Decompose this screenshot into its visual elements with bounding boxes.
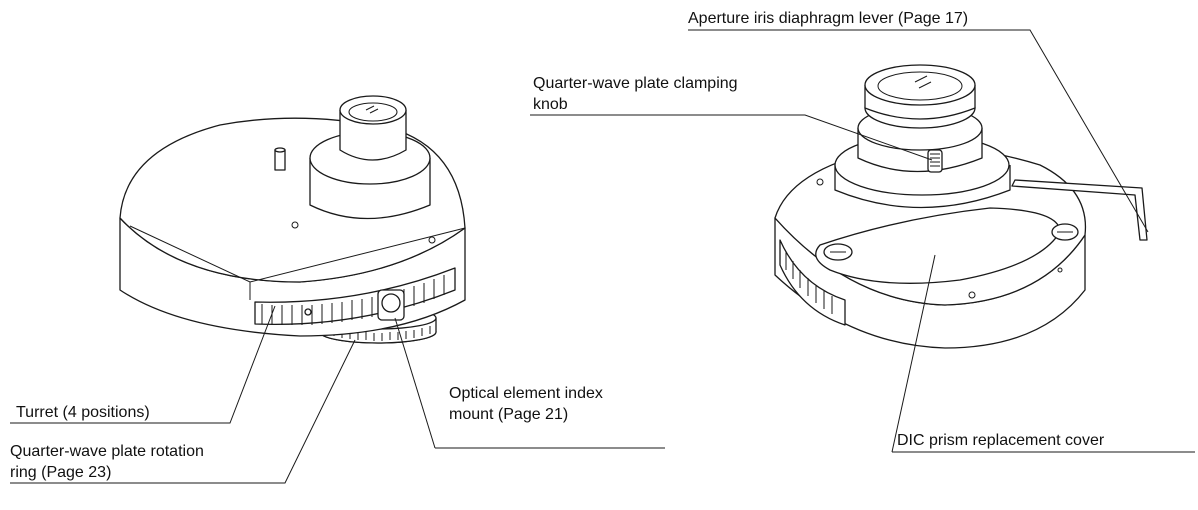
dic-cover-label: DIC prism replacement cover [897, 432, 1105, 449]
dic-prism-cover [815, 207, 1061, 284]
qw-rotation-ring-label-line2: ring (Page 23) [10, 464, 112, 481]
quarter-wave-clamping-knob [927, 149, 943, 173]
leader-lines [10, 29, 1195, 484]
optical-element-index-mount [377, 289, 405, 321]
aperture-iris-lever [1011, 179, 1148, 241]
optical-index-label-line1: Optical element index [449, 385, 603, 402]
qw-rotation-ring-label-line1: Quarter-wave plate rotation [10, 443, 204, 460]
turret-label: Turret (4 positions) [16, 404, 150, 421]
optical-index-label-line2: mount (Page 21) [449, 406, 569, 423]
qw-clamp-knob-label-line1: Quarter-wave plate clamping [533, 75, 738, 92]
qw-clamp-knob-label-line2: knob [533, 96, 568, 113]
left-lens-column [309, 95, 431, 220]
right-condenser [774, 64, 1148, 349]
left-condenser [119, 95, 466, 344]
aperture-lever-label: Aperture iris diaphragm lever (Page 17) [688, 10, 969, 27]
